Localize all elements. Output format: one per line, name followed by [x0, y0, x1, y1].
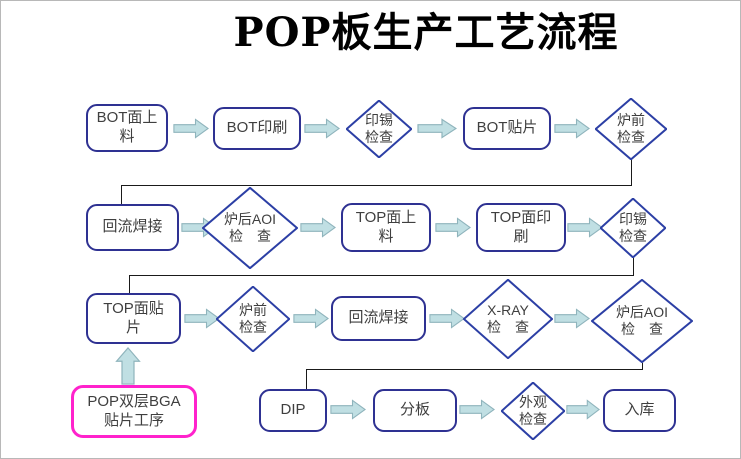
node-label: 料: [378, 227, 394, 245]
flow-arrow-right-icon: [566, 399, 600, 420]
flow-arrow-right-icon: [173, 118, 209, 139]
flow-arrow-right-icon: [567, 217, 603, 238]
node-label: 贴片工序: [103, 411, 164, 429]
flow-arrow-right-icon: [184, 308, 220, 329]
flow-arrow-right-icon: [435, 217, 471, 238]
node-label: 检 查: [487, 319, 529, 335]
node-label: 检查: [619, 228, 647, 244]
node-x-ray-inspection: X-RAY 检 查: [463, 279, 553, 359]
node-bot-placement: BOT贴片: [463, 107, 551, 150]
node-depaneling: 分板: [373, 389, 457, 432]
connector-line: [306, 369, 643, 370]
node-label: 检查: [239, 319, 267, 335]
node-label: 检查: [519, 411, 547, 427]
node-label: 回流焊接: [348, 309, 409, 327]
connector-line: [631, 160, 632, 185]
node-label: 检 查: [229, 228, 271, 244]
node-label: POP双层BGA: [87, 392, 181, 410]
flow-arrow-right-icon: [459, 399, 495, 420]
connector-line: [642, 363, 643, 369]
node-post-reflow-aoi-inspection-2: 炉后AOI 检 查: [591, 279, 693, 363]
node-post-reflow-aoi-inspection-1: 炉后AOI 检 查: [202, 187, 298, 269]
node-label: 入库: [624, 401, 655, 419]
flow-arrow-up-icon: [115, 347, 141, 385]
node-label: 炉后AOI: [615, 303, 669, 320]
flow-arrow-right-icon: [300, 217, 336, 238]
connector-line: [129, 275, 130, 293]
connector-line: [306, 369, 307, 389]
node-label: TOP面印: [490, 208, 552, 226]
node-solder-paste-inspection-2: 印锡 检查: [600, 198, 666, 258]
connector-line: [633, 258, 634, 275]
flow-arrow-right-icon: [293, 308, 329, 329]
node-label: 检查: [617, 129, 645, 145]
node-top-side-placement: TOP面贴 片: [86, 293, 181, 344]
connector-line: [121, 185, 632, 186]
node-pre-reflow-inspection-1: 炉前 检查: [595, 98, 667, 160]
flow-arrow-right-icon: [429, 308, 465, 329]
node-label: 外观: [519, 393, 547, 410]
connector-line: [121, 185, 122, 204]
node-label: 料: [119, 128, 135, 145]
node-reflow-soldering-1: 回流焊接: [86, 204, 179, 251]
node-label: 炉后AOI: [223, 210, 277, 227]
node-label: X-RAY: [487, 301, 529, 318]
node-label: DIP: [280, 401, 306, 419]
node-label: BOT贴片: [476, 119, 538, 137]
page-title: POP板生产工艺流程: [233, 9, 619, 56]
node-label: 刷: [513, 227, 529, 245]
connector-line: [129, 275, 634, 276]
node-label: BOT面上: [96, 109, 158, 127]
node-label: 印锡: [365, 111, 393, 128]
node-top-side-printing: TOP面印 刷: [476, 203, 566, 252]
flow-arrow-right-icon: [417, 118, 457, 139]
node-label: TOP面贴: [103, 299, 164, 317]
node-pop-bga-process: POP双层BGA 贴片工序: [71, 385, 197, 438]
node-label: 回流焊接: [102, 218, 163, 236]
node-reflow-soldering-2: 回流焊接: [331, 296, 426, 341]
node-label: 炉前: [617, 111, 645, 128]
node-visual-inspection: 外观 检查: [501, 382, 565, 440]
node-label: 片: [125, 318, 141, 336]
node-label: 分板: [399, 401, 430, 419]
node-pre-reflow-inspection-2: 炉前 检查: [216, 286, 290, 352]
flow-arrow-right-icon: [554, 118, 590, 139]
node-solder-paste-inspection-1: 印锡 检查: [346, 100, 412, 158]
node-label: 检 查: [621, 321, 663, 337]
node-bot-printing: BOT印刷: [213, 107, 301, 150]
node-label: BOT印刷: [226, 119, 288, 137]
node-label: 炉前: [239, 301, 267, 318]
node-warehousing: 入库: [603, 389, 676, 432]
node-label: 检查: [365, 129, 393, 145]
node-label: 印锡: [619, 210, 647, 227]
flow-arrow-right-icon: [330, 399, 366, 420]
node-bot-side-loading: BOT面上 料: [86, 104, 168, 152]
node-label: TOP面上: [355, 208, 417, 226]
flow-arrow-right-icon: [304, 118, 340, 139]
node-top-side-loading: TOP面上 料: [341, 203, 431, 252]
flow-arrow-right-icon: [554, 308, 590, 329]
node-dip: DIP: [259, 389, 327, 432]
